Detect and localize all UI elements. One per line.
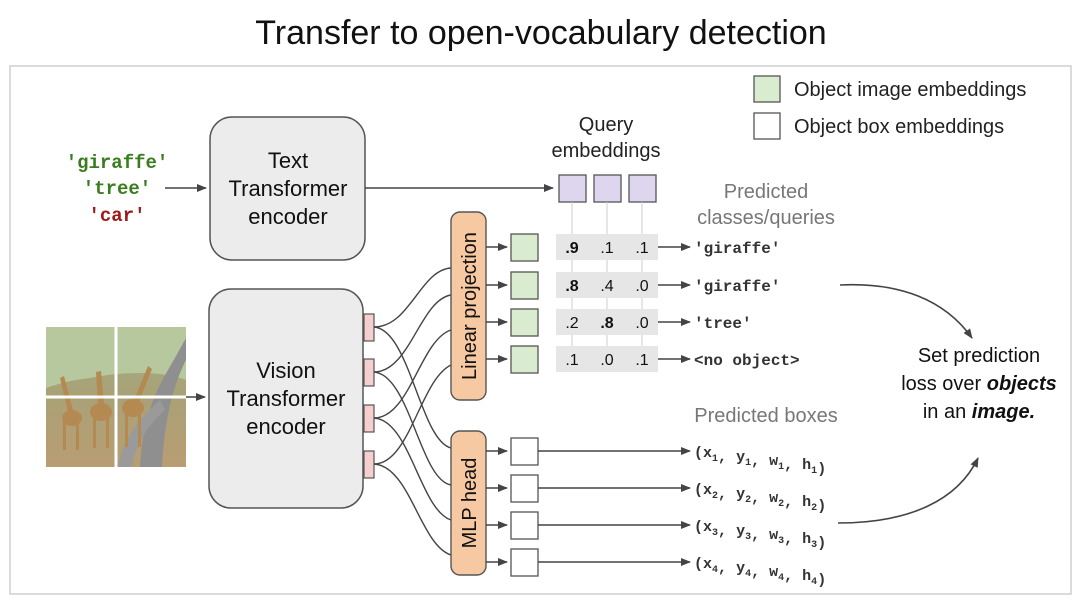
score-value: .2 — [565, 315, 578, 332]
score-rows: .9 .1 .1 'giraffe' .8 .4 .0 'giraffe' .2 .8 .0 'tre… — [556, 234, 800, 372]
boxes-to-loss-arrow — [837, 457, 979, 524]
mlp-head-label: MLP head — [459, 458, 481, 549]
score-value: .1 — [565, 352, 578, 369]
legend-box-embedding-swatch — [753, 112, 781, 140]
text-encoder-label: Text — [268, 148, 308, 173]
diagram-title: Transfer to open-vocabulary detection — [255, 14, 826, 52]
linear-projection-label: Linear projection — [459, 232, 481, 380]
score-value: .1 — [635, 240, 648, 257]
score-value: .0 — [635, 315, 648, 332]
predicted-box: (x4, y4, w4, h4) — [694, 556, 826, 589]
predicted-class: <no object> — [694, 352, 800, 370]
score-value: .8 — [565, 278, 578, 295]
predicted-classes-label: classes/queries — [697, 207, 835, 229]
predicted-class: 'giraffe' — [694, 240, 780, 258]
box-embedding — [510, 474, 539, 503]
query-embeddings-label: Query — [579, 114, 633, 136]
vision-encoder-label: Transformer — [227, 386, 346, 411]
mlp-head-box — [450, 430, 487, 576]
loss-line-1: Set prediction — [918, 345, 1040, 367]
linear-projection-box — [450, 211, 487, 401]
score-row-background — [556, 272, 658, 298]
classes-to-loss-arrow — [839, 283, 973, 339]
patch-tokens — [363, 313, 375, 479]
diagram-frame — [9, 65, 1072, 595]
predicted-classes-label: Predicted — [724, 181, 809, 203]
set-prediction-loss: Set prediction loss over objects in an i… — [901, 345, 1057, 423]
score-row-background — [556, 309, 658, 335]
patch-token — [363, 404, 375, 433]
predicted-box: (x2, y2, w2, h2) — [694, 482, 826, 515]
patch-token — [363, 450, 375, 479]
query-embedding — [628, 174, 657, 203]
text-encoder-label: Transformer — [229, 176, 348, 201]
query-word: 'giraffe' — [66, 152, 169, 174]
patch-token — [363, 358, 375, 387]
legend-box-embeddings-label: Object box embeddings — [794, 116, 1004, 138]
score-value: .1 — [635, 352, 648, 369]
image-embedding — [510, 271, 539, 300]
image-embedding — [510, 308, 539, 337]
legend: Object image embeddings Object box embed… — [753, 75, 1026, 140]
image-embedding — [510, 345, 539, 374]
query-embedding — [593, 174, 622, 203]
predicted-box: (x1, y1, w1, h1) — [694, 445, 826, 478]
predicted-class: 'giraffe' — [694, 278, 780, 296]
image-embedding — [510, 233, 539, 262]
score-value: .0 — [600, 352, 613, 369]
box-embedding — [510, 437, 539, 466]
tokens-to-linear-projection-connectors — [373, 267, 452, 465]
loss-line-2: loss over objects — [901, 373, 1057, 395]
vision-encoder-label: Vision — [256, 358, 316, 383]
query-embeddings-label: embeddings — [552, 140, 661, 162]
query-embeddings — [558, 174, 657, 203]
score-value: .0 — [635, 278, 648, 295]
text-queries: 'giraffe' 'tree' 'car' — [66, 152, 169, 227]
text-encoder-label: encoder — [248, 204, 328, 229]
box-rows: (x1, y1, w1, h1) (x2, y2, w2, h2) (x3, y3,… — [538, 445, 826, 589]
predicted-box: (x3, y3, w3, h3) — [694, 519, 826, 552]
legend-image-embedding-swatch — [753, 75, 781, 103]
input-image — [46, 327, 186, 467]
box-embedding — [510, 511, 539, 540]
predicted-class: 'tree' — [694, 315, 752, 333]
score-value: .8 — [600, 315, 613, 332]
score-row-background — [556, 346, 658, 372]
query-word: 'car' — [88, 205, 145, 227]
tokens-to-mlp-head-connectors — [373, 326, 452, 556]
image-embeddings — [486, 233, 539, 374]
box-embedding — [510, 548, 539, 577]
vision-encoder-label: encoder — [246, 414, 326, 439]
box-embeddings — [486, 437, 539, 577]
score-value: .9 — [565, 240, 578, 257]
vision-encoder-box — [208, 288, 364, 509]
query-embedding — [558, 174, 587, 203]
score-row-background — [556, 234, 658, 260]
score-value: .4 — [600, 278, 613, 295]
loss-line-3: in an image. — [923, 401, 1035, 423]
score-value: .1 — [600, 240, 613, 257]
legend-image-embeddings-label: Object image embeddings — [794, 79, 1026, 101]
query-word: 'tree' — [83, 178, 151, 200]
patch-token — [363, 313, 375, 342]
predicted-boxes-label: Predicted boxes — [694, 405, 837, 427]
